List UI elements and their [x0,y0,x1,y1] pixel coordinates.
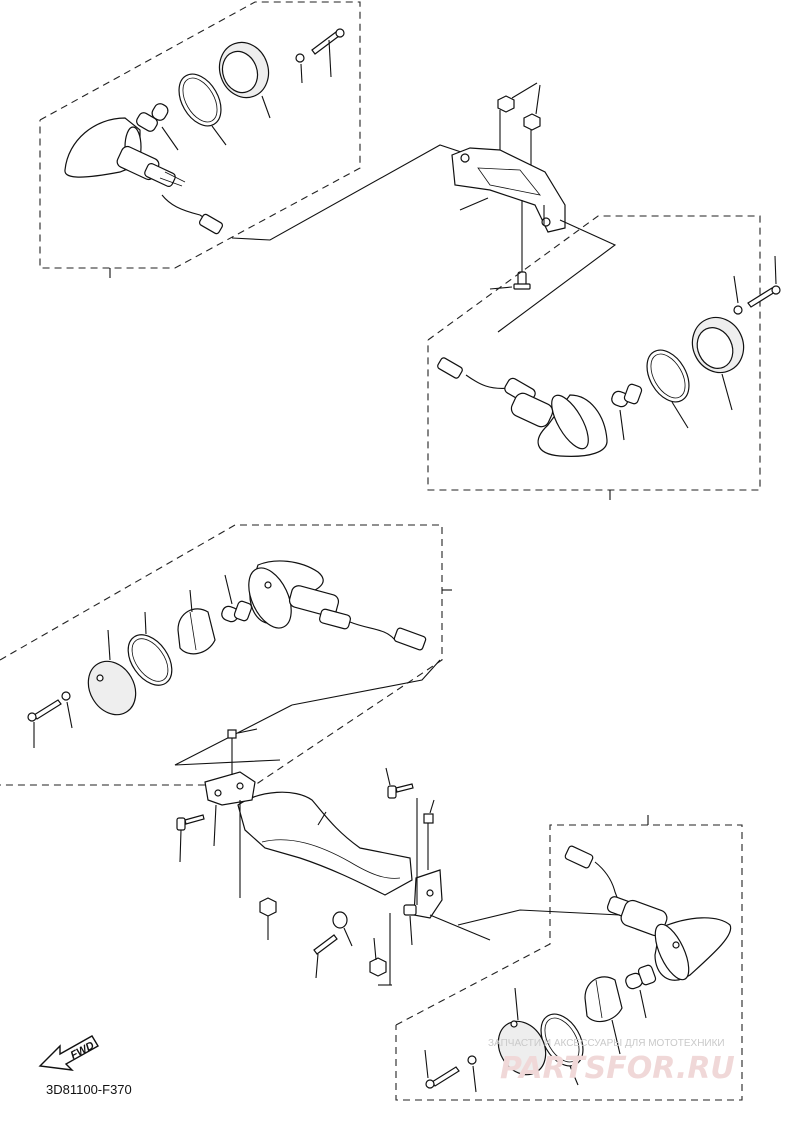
assembly-8-group [0,524,452,786]
diagram-code: 3D81100-F370 [46,1082,132,1097]
assembly-29-group [39,1,486,278]
fwd-label: FWD [69,1040,97,1062]
watermark-brand-text: PARTSFOR.RU [500,1051,735,1086]
plate-stay-group [176,728,491,986]
assembly-23-group [427,215,781,500]
watermark-top-text: ЗАПЧАСТИ И АКСЕССУАРЫ ДЛЯ МОТОТЕХНИКИ [488,1038,725,1049]
assembly-1-group [395,815,743,1101]
fwd-arrow: FWD [38,1035,99,1071]
bracket-group [451,82,617,333]
watermark: ЗАПЧАСТИ И АКСЕССУАРЫ ДЛЯ МОТОТЕХНИКИ PA… [488,1038,735,1086]
